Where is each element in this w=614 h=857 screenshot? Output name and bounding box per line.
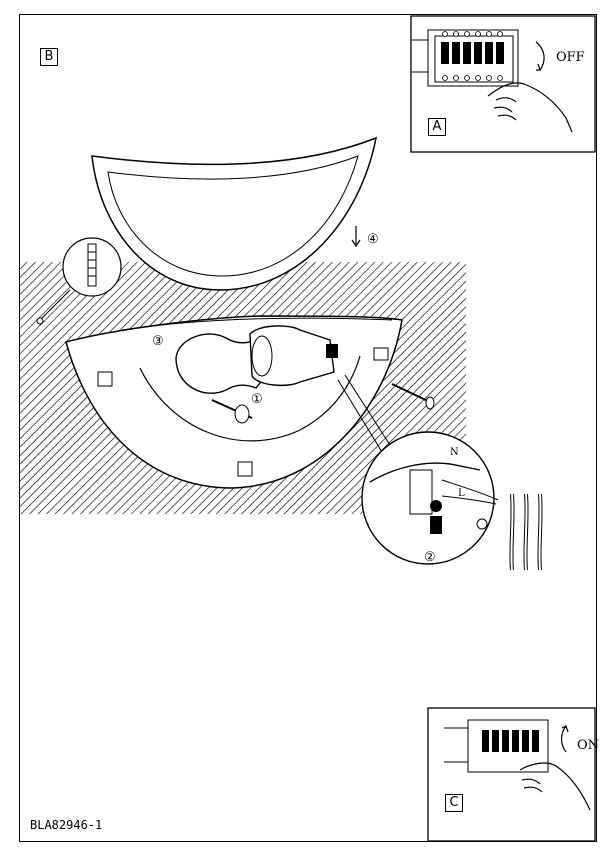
live-wire-label: L <box>458 488 465 499</box>
arrow-down-icon <box>351 226 361 248</box>
panel-a-label: A <box>428 118 446 136</box>
off-text: OFF <box>556 50 585 65</box>
lamp-socket-icon <box>249 325 338 387</box>
step-1-label: ① <box>251 392 263 407</box>
arrow-on-icon <box>560 725 567 753</box>
document-code: BLA82946-1 <box>30 818 103 832</box>
screw-right-icon <box>391 383 435 410</box>
hand-off-icon <box>487 82 573 133</box>
supply-wires-icon <box>509 493 543 571</box>
wiring-detail <box>361 431 499 565</box>
step-4-label: ④ <box>367 232 379 247</box>
step-3-label: ③ <box>152 334 164 349</box>
breaker-panel-on-icon <box>444 719 549 773</box>
panel-b-label: B <box>40 48 58 66</box>
wall-plug-detail <box>36 237 122 325</box>
breaker-panel-off-icon <box>412 29 519 87</box>
screw-icon <box>211 399 253 424</box>
hand-on-icon <box>519 762 591 811</box>
on-text: ON <box>577 738 600 753</box>
arrow-off-icon <box>535 41 545 71</box>
glass-shade-icon <box>91 136 377 291</box>
panel-c-label: C <box>445 794 463 812</box>
neutral-wire-label: N <box>450 447 459 458</box>
step-2-label: ② <box>424 550 436 565</box>
